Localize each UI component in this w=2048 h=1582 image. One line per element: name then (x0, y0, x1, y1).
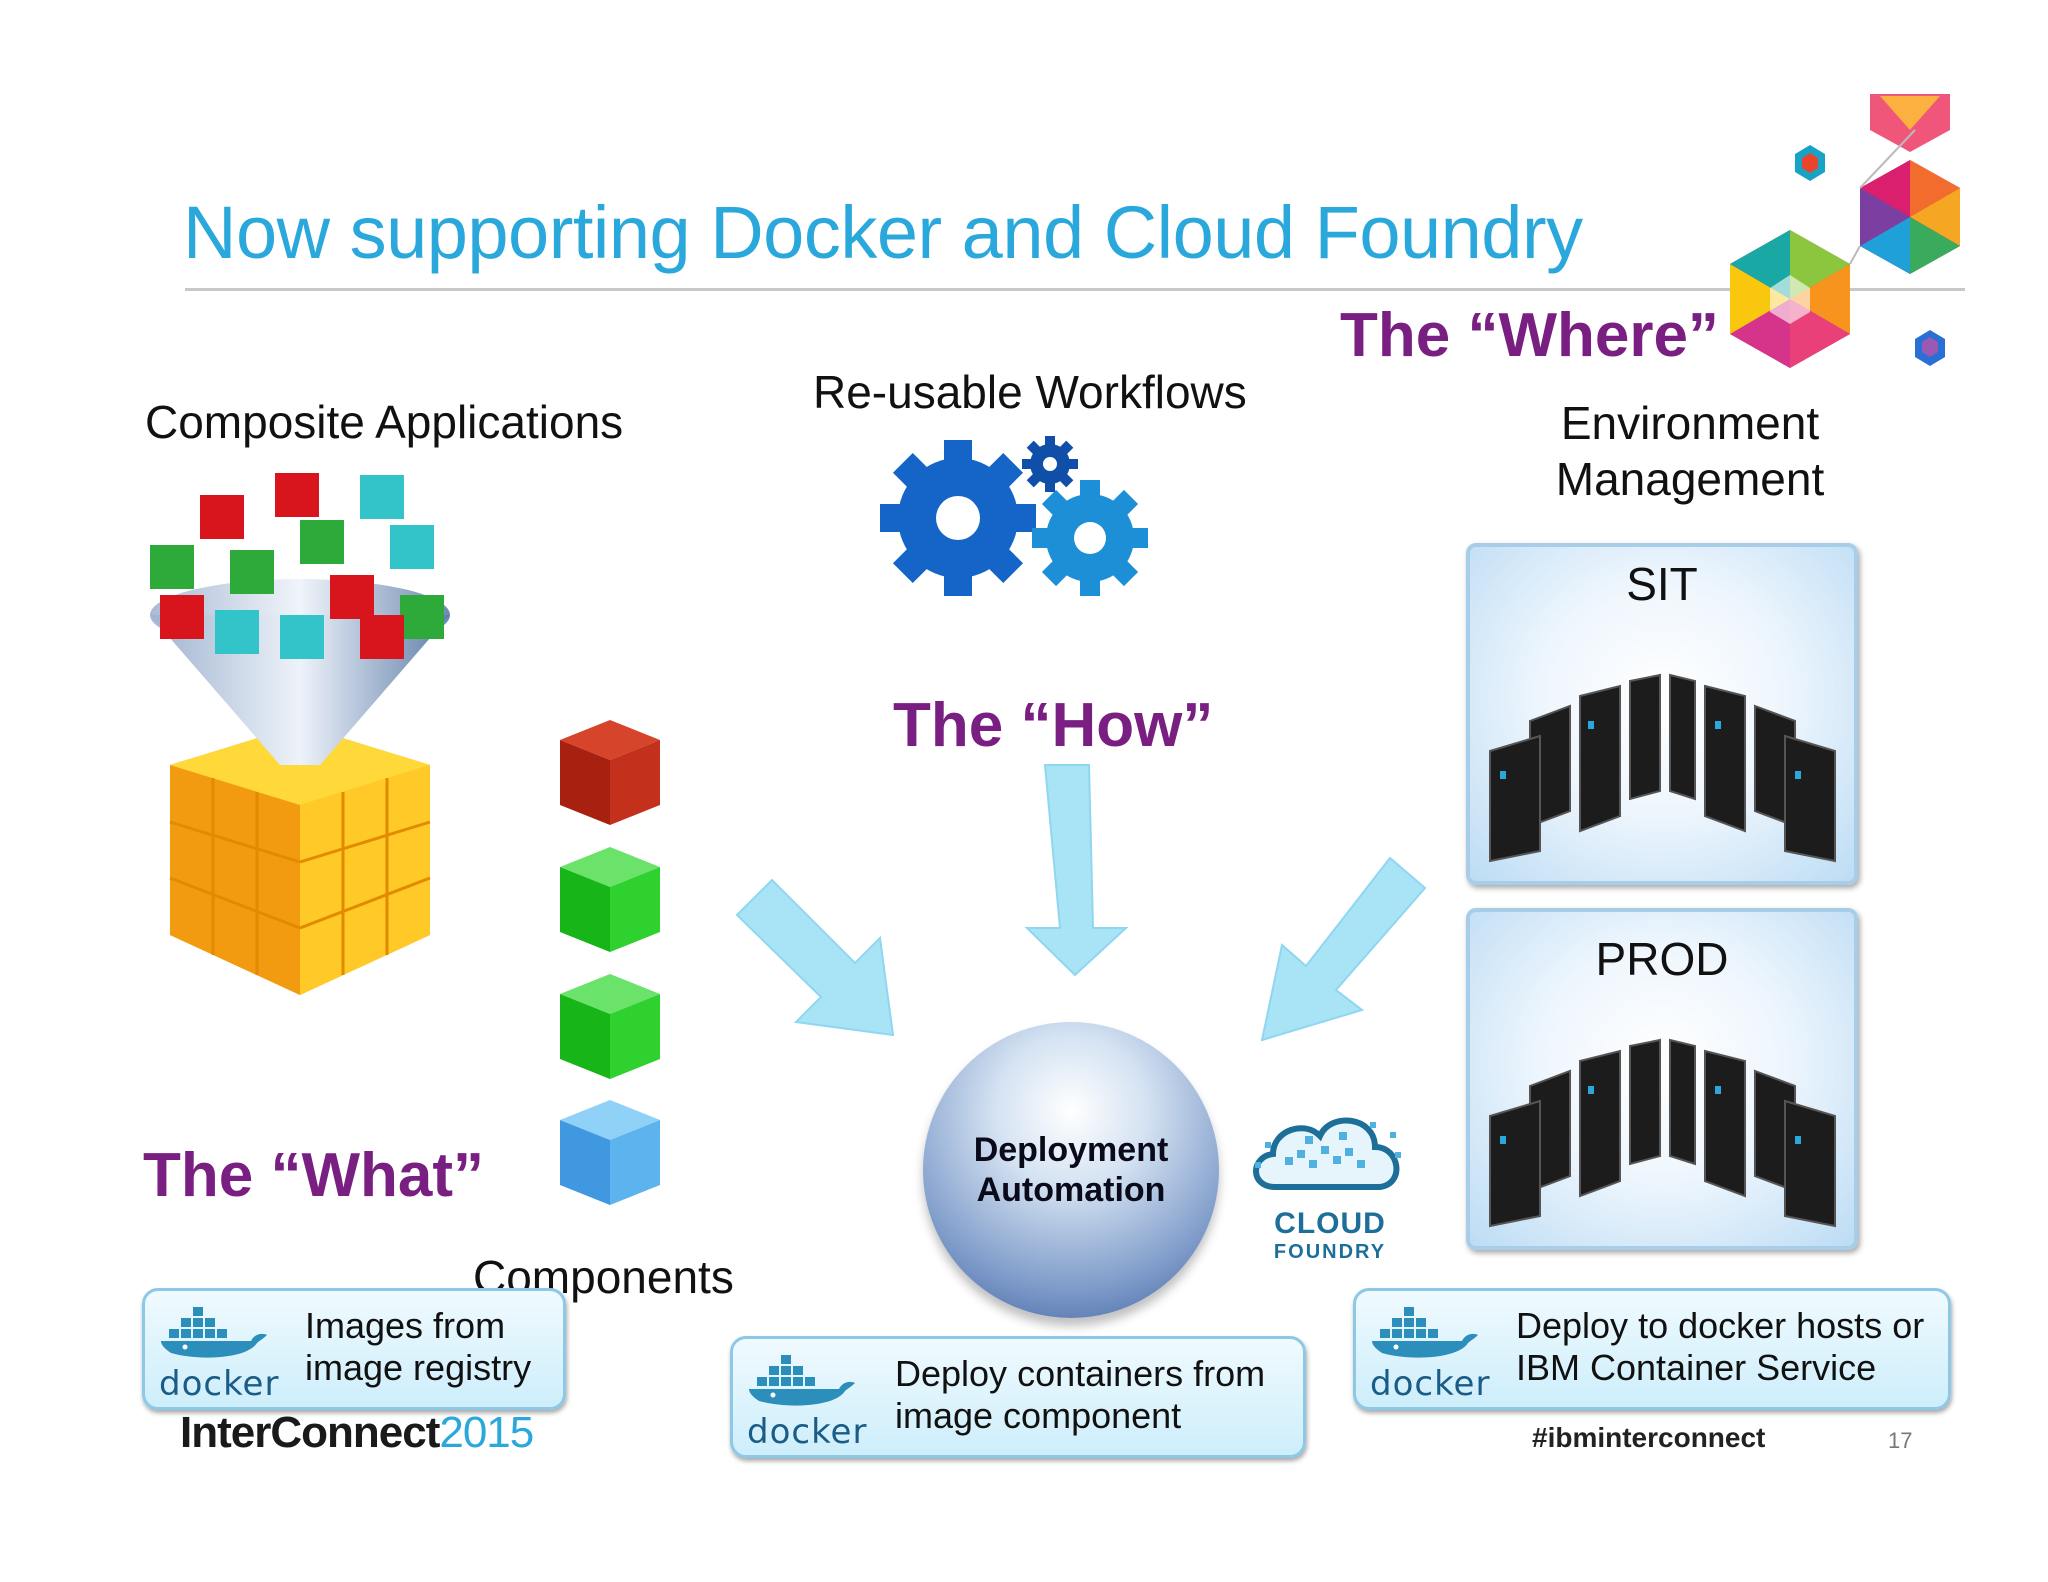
docker-logo-text: docker (159, 1364, 280, 1404)
cloud-foundry-line2: FOUNDRY (1273, 1241, 1387, 1263)
title-divider (185, 288, 1965, 291)
brand-name: InterConnect (180, 1408, 440, 1457)
gears-icon (880, 436, 1148, 596)
heading-where: The “Where” (1340, 301, 1719, 370)
docker-box-text: Deploy containers from image component (895, 1353, 1266, 1436)
docker-box-text: Images from image registry (305, 1305, 532, 1388)
environment-name: SIT (1626, 558, 1698, 610)
server-rack-icon (1489, 673, 1836, 863)
environment-panel-sit: SIT (1466, 543, 1858, 885)
docker-logo: docker (159, 1303, 280, 1404)
docker-box-images: docker Images from image registry (142, 1288, 566, 1410)
hexagon-decoration-icon (1730, 94, 1960, 368)
docker-logo-text: docker (747, 1412, 868, 1452)
label-reusable-workflows: Re-usable Workflows (813, 366, 1247, 418)
cloud-icon (1253, 1117, 1401, 1190)
composite-applications-icon (150, 473, 450, 995)
cloud-foundry-logo: CLOUD FOUNDRY (1245, 1102, 1415, 1263)
label-composite-applications: Composite Applications (145, 396, 624, 448)
docker-box-text: Deploy to docker hosts or IBM Container … (1516, 1305, 1925, 1388)
environment-panel-prod: PROD (1466, 908, 1858, 1250)
page-number: 17 (1888, 1428, 1913, 1453)
components-cubes-icon (560, 720, 660, 1205)
arrow-how (1024, 764, 1129, 977)
label-environment-management: Environment Management (1555, 397, 1825, 505)
docker-whale-icon (749, 1355, 855, 1406)
heading-what: The “What” (143, 1141, 484, 1210)
interconnect-logo: InterConnect2015 (180, 1408, 534, 1458)
slide-title: Now supporting Docker and Cloud Foundry (183, 191, 1583, 274)
docker-logo: docker (747, 1351, 868, 1452)
deployment-automation-label: Deployment Automation (973, 1131, 1169, 1209)
cloud-foundry-line1: CLOUD (1274, 1207, 1386, 1240)
deployment-automation-node: Deployment Automation (923, 1022, 1219, 1318)
hashtag: #ibminterconnect (1532, 1422, 1766, 1453)
docker-box-containers: docker Deploy containers from image comp… (730, 1336, 1306, 1458)
docker-logo: docker (1370, 1303, 1491, 1404)
arrow-what (735, 878, 895, 1037)
environment-name: PROD (1595, 933, 1729, 985)
heading-how: The “How” (893, 691, 1214, 760)
docker-logo-text: docker (1370, 1364, 1491, 1404)
brand-year: 2015 (439, 1408, 534, 1457)
arrow-where (1260, 856, 1427, 1042)
docker-whale-icon (161, 1307, 267, 1358)
server-rack-icon (1489, 1038, 1836, 1228)
docker-whale-icon (1372, 1307, 1478, 1358)
docker-box-hosts: docker Deploy to docker hosts or IBM Con… (1353, 1288, 1951, 1410)
